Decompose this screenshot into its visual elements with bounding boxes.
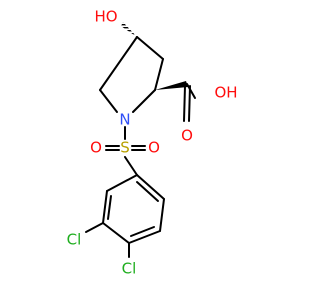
bond-ar-5-6 (159, 198, 165, 232)
bond-ar-6-1 (136, 174, 165, 200)
bond-c-oh (186, 83, 196, 99)
hydroxyl-label: HO (94, 8, 117, 26)
acid-carbonyl-oxygen-label: O (181, 127, 193, 145)
bond-ar-inner-c (136, 181, 159, 202)
chlorine-bottom-label: Cl (122, 260, 137, 278)
sulfur-label: S (120, 139, 130, 157)
bond-c3-c2 (154, 58, 164, 91)
bond-c-o-double-b (188, 85, 191, 122)
acid-hydroxyl-label: OH (214, 84, 237, 102)
bond-s-aryl (124, 156, 138, 176)
ring-nitrogen-label: N (119, 111, 130, 129)
bond-n-c5 (99, 89, 118, 113)
bond-ar-3-4 (102, 222, 130, 244)
bonds (85, 22, 196, 258)
bond-ar-cl-left (85, 222, 104, 233)
sulfonyl-oxygen-left-label: O (90, 139, 102, 157)
bond-ar-1-2 (106, 174, 138, 192)
bond-c2-n (132, 89, 156, 113)
bond-c-o-double-a (183, 85, 186, 122)
molecule-structure-diagram: HO OH O N O S O Cl Cl (67, 8, 238, 278)
atom-labels: HO OH O N O S O Cl Cl (67, 8, 238, 278)
bond-ar-inner-b (130, 226, 155, 237)
hashed-wedge-bond-oh (121, 22, 137, 37)
bold-wedge-bond-cooh (155, 81, 188, 90)
bond-ar-2-3 (102, 190, 108, 224)
bond-c5-c4 (99, 36, 138, 91)
sulfonyl-oxygen-right-label: O (148, 139, 160, 157)
chlorine-left-label: Cl (67, 231, 82, 249)
bond-c4-c3 (136, 36, 164, 60)
bond-ar-inner-a (107, 195, 112, 220)
bond-ar-4-5 (128, 230, 161, 244)
